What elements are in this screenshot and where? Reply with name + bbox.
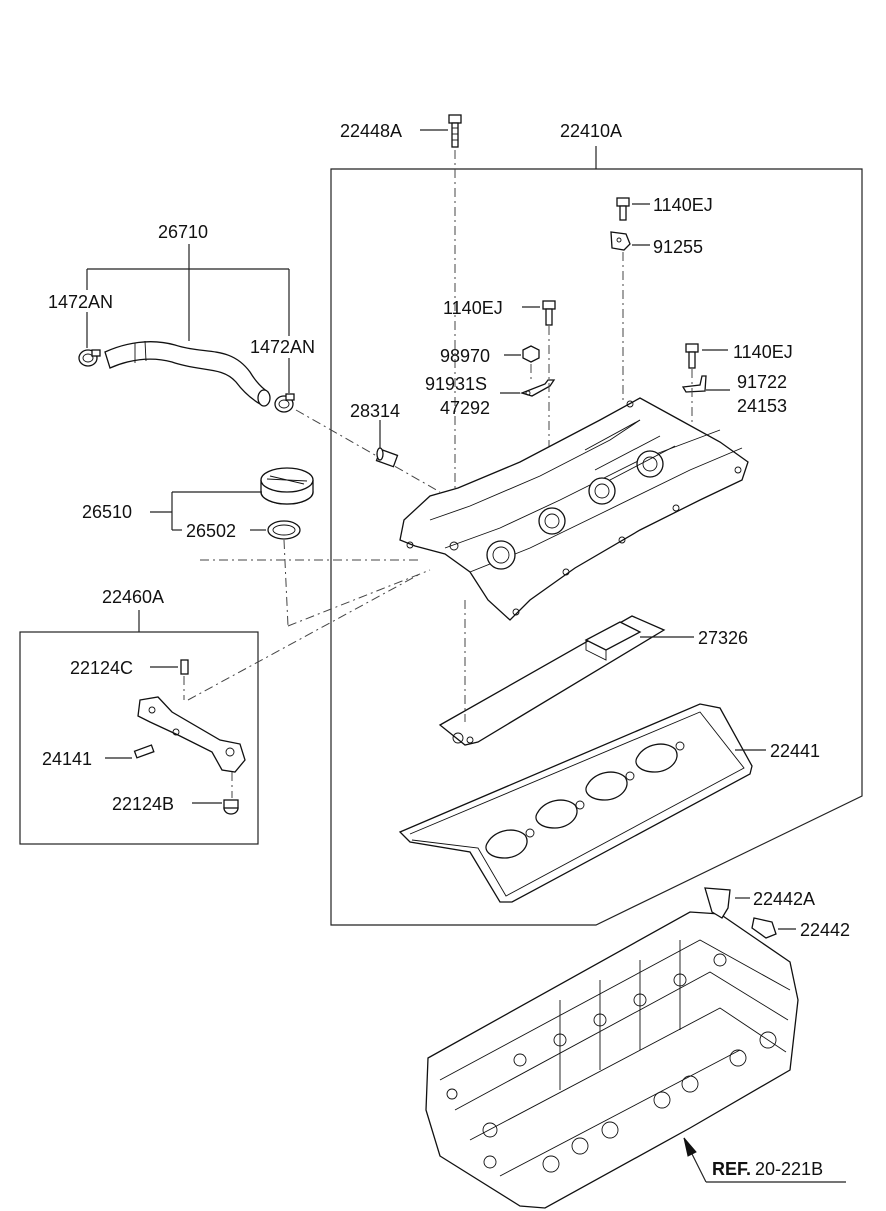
seal-cap-22442 (751, 917, 777, 939)
ref-label: REF.20-221B (712, 1159, 823, 1179)
label-24153: 24153 (737, 396, 787, 416)
label-22442a: 22442A (753, 889, 815, 909)
label-22124b: 22124B (112, 794, 174, 814)
ref-prefix: REF. (712, 1159, 751, 1179)
pcv-valve-22124c (180, 659, 189, 675)
ref-arrow (683, 1137, 846, 1183)
ref-code: 20-221B (755, 1159, 823, 1179)
label-28314: 28314 (350, 401, 400, 421)
label-1472an-right: 1472AN (250, 337, 315, 357)
bracket-91255 (610, 231, 631, 251)
seal-cap-22442a (704, 887, 731, 919)
label-1140ej-middle: 1140EJ (443, 298, 503, 318)
baffle-plate-27326 (438, 615, 666, 746)
bolt-1140ej-right (685, 343, 699, 369)
label-22410a: 22410A (560, 121, 622, 141)
label-91722: 91722 (737, 372, 787, 392)
rocker-cover-assembly-box (330, 168, 863, 926)
label-22124c: 22124C (70, 658, 133, 678)
label-22460a: 22460A (102, 587, 164, 607)
bolt-1140ej-middle (542, 300, 556, 326)
filler-cap-gasket-26502 (267, 520, 301, 540)
label-26502: 26502 (186, 521, 236, 541)
label-26710: 26710 (158, 222, 208, 242)
bracket-91722 (681, 375, 707, 393)
label-98970: 98970 (440, 346, 490, 366)
bolt-1140ej-top (616, 197, 630, 221)
label-22441: 22441 (770, 741, 820, 761)
bracket-91931s (520, 379, 556, 397)
nut-98970 (522, 345, 540, 363)
label-1140ej-top: 1140EJ (653, 195, 713, 215)
grommet-22124b (223, 799, 239, 815)
label-47292: 47292 (440, 398, 490, 418)
rocker-cover-gasket-22441 (398, 703, 753, 903)
breather-hose-26710 (104, 340, 271, 407)
label-91255: 91255 (653, 237, 703, 257)
cylinder-head (425, 911, 799, 1209)
rocker-cover-22410a (399, 397, 749, 621)
label-24141: 24141 (42, 749, 92, 769)
label-1472an-left: 1472AN (48, 292, 113, 312)
label-22442: 22442 (800, 920, 850, 940)
fitting-28314 (375, 447, 399, 468)
pcv-bracket (137, 696, 246, 773)
bolt-22448a (448, 114, 462, 148)
hose-clamp-right (274, 393, 295, 413)
label-1140ej-right: 1140EJ (733, 342, 793, 362)
label-27326: 27326 (698, 628, 748, 648)
label-22448a: 22448A (340, 121, 402, 141)
hose-clamp-left (78, 349, 101, 367)
oil-filler-cap-26510 (260, 467, 314, 505)
label-91931s: 91931S (425, 374, 487, 394)
fitting-24141 (133, 744, 155, 759)
label-26510: 26510 (82, 502, 132, 522)
